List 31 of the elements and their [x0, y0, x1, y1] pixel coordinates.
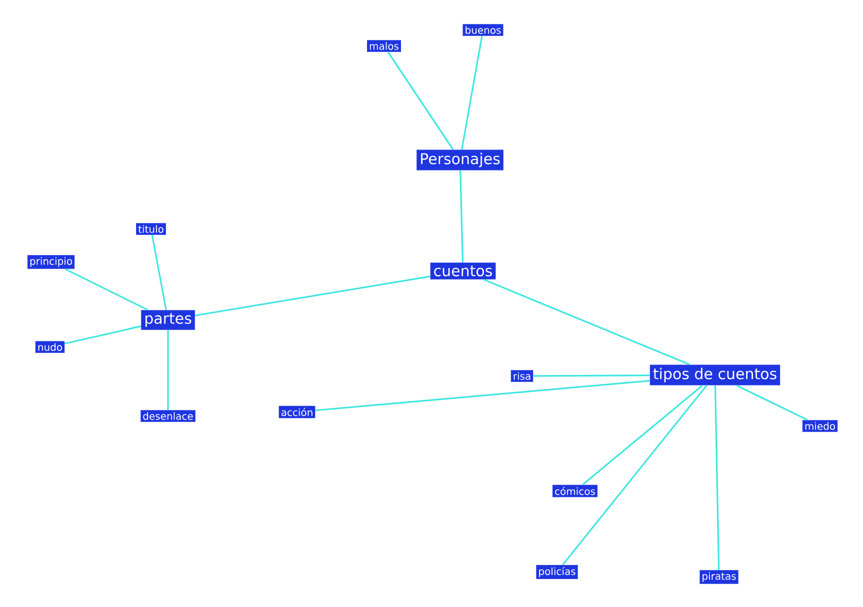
topic-box: cuentos — [430, 262, 496, 280]
subtopic-box: titulo — [136, 223, 166, 235]
connector-line — [483, 278, 690, 366]
connector-line — [461, 36, 483, 150]
connector-line — [736, 384, 808, 421]
subtopic-box: policías — [536, 564, 578, 580]
connector-line — [459, 170, 464, 262]
connector-line — [714, 385, 720, 570]
subtopic-box: miedo — [802, 420, 838, 432]
connector-line — [151, 234, 167, 310]
connector-line — [582, 384, 703, 486]
connector-line — [64, 268, 148, 311]
subtopic-box: cómicos — [552, 484, 598, 498]
connector-line — [315, 380, 650, 412]
subtopic-box: malos — [367, 40, 401, 52]
connector-line — [533, 374, 650, 377]
topic-box: tipos de cuentos — [650, 364, 780, 386]
subtopic-box: acción — [278, 406, 316, 418]
connector-line — [562, 384, 708, 566]
topic-box: Personajes — [416, 150, 504, 170]
subtopic-box: buenos — [462, 24, 504, 36]
subtopic-box: principio — [27, 255, 75, 269]
connector-line — [194, 276, 430, 316]
connector-line — [167, 330, 169, 410]
subtopic-box: piratas — [700, 570, 738, 584]
subtopic-box: desenlace — [140, 410, 196, 422]
subtopic-box: nudo — [35, 341, 65, 353]
subtopic-box: risa — [510, 370, 534, 382]
connector-line — [64, 325, 142, 344]
topic-box: partes — [141, 310, 195, 330]
connector-line — [387, 52, 454, 150]
